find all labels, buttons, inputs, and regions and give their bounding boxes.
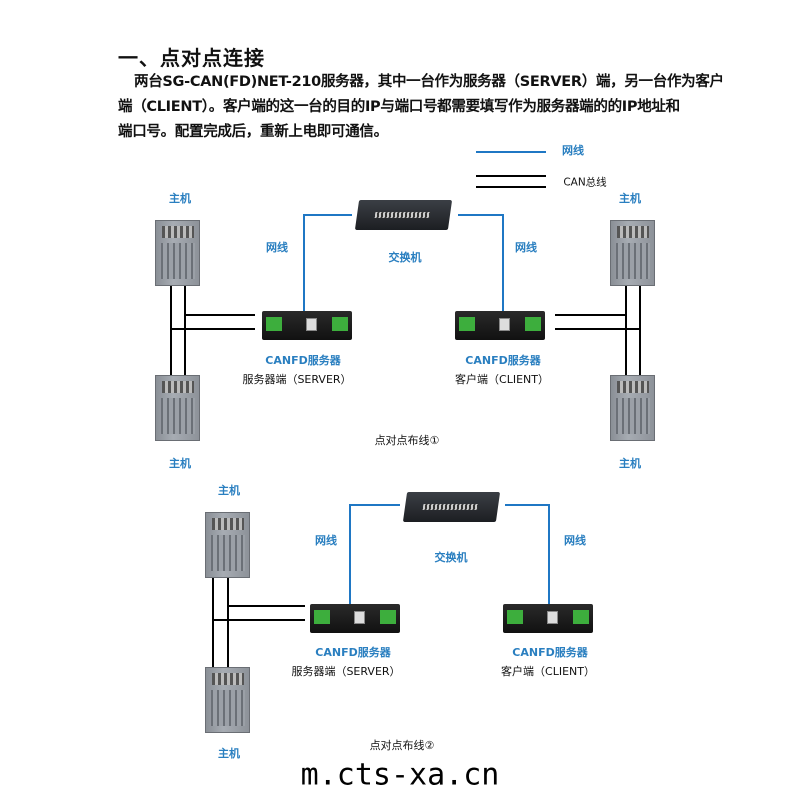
legend-network-label: 网线 [562,144,584,157]
host-cabinet-image [205,667,250,733]
canfd-server-device-image [310,604,400,633]
cable-label: 网线 [266,241,288,254]
server-title: CANFD服务器 [315,646,391,659]
host-cabinet-image [205,512,250,578]
canfd-client-device-image [503,604,593,633]
diagram1-can-bus [170,285,641,375]
canfd-client-device-image [455,311,545,340]
legend-can-label: CAN总线 [563,176,607,189]
switch-label: 交换机 [434,551,468,564]
switch-label: 交换机 [388,251,422,264]
client-role: 客户端（CLIENT） [501,665,595,678]
paragraph-line-1: 两台SG-CAN(FD)NET-210服务器，其中一台作为服务器（SERVER）… [134,74,724,90]
diagram2-can-bus [212,578,305,667]
host-label: 主机 [218,747,240,760]
host-label: 主机 [169,457,191,470]
host-label: 主机 [619,457,641,470]
paragraph-line-3: 端口号。配置完成后，重新上电即可通信。 [118,124,388,140]
client-title: CANFD服务器 [465,354,541,367]
server-role: 服务器端（SERVER） [291,665,401,678]
section-title: 一、点对点连接 [118,46,265,70]
cable-label: 网线 [564,534,586,547]
diagram1-network-cable [303,214,504,311]
server-role: 服务器端（SERVER） [242,373,352,386]
host-cabinet-image [155,220,200,286]
paragraph-line-2: 端（CLIENT）。客户端的这一台的目的IP与端口号都需要填写作为服务器端的的I… [118,99,680,115]
cable-label: 网线 [315,534,337,547]
host-cabinet-image [610,375,655,441]
host-label: 主机 [218,484,240,497]
host-cabinet-image [155,375,200,441]
host-label: 主机 [169,192,191,205]
watermark: m.cts-xa.cn [300,757,500,793]
canfd-server-device-image [262,311,352,340]
host-label: 主机 [619,192,641,205]
switch-image [354,200,453,230]
switch-image [402,492,501,522]
client-role: 客户端（CLIENT） [455,373,549,386]
diagram1-caption: 点对点布线① [374,434,440,447]
server-title: CANFD服务器 [265,354,341,367]
diagram2-network-cable [349,504,550,604]
cable-label: 网线 [515,241,537,254]
host-cabinet-image [610,220,655,286]
client-title: CANFD服务器 [512,646,588,659]
diagram2-caption: 点对点布线② [369,739,435,752]
